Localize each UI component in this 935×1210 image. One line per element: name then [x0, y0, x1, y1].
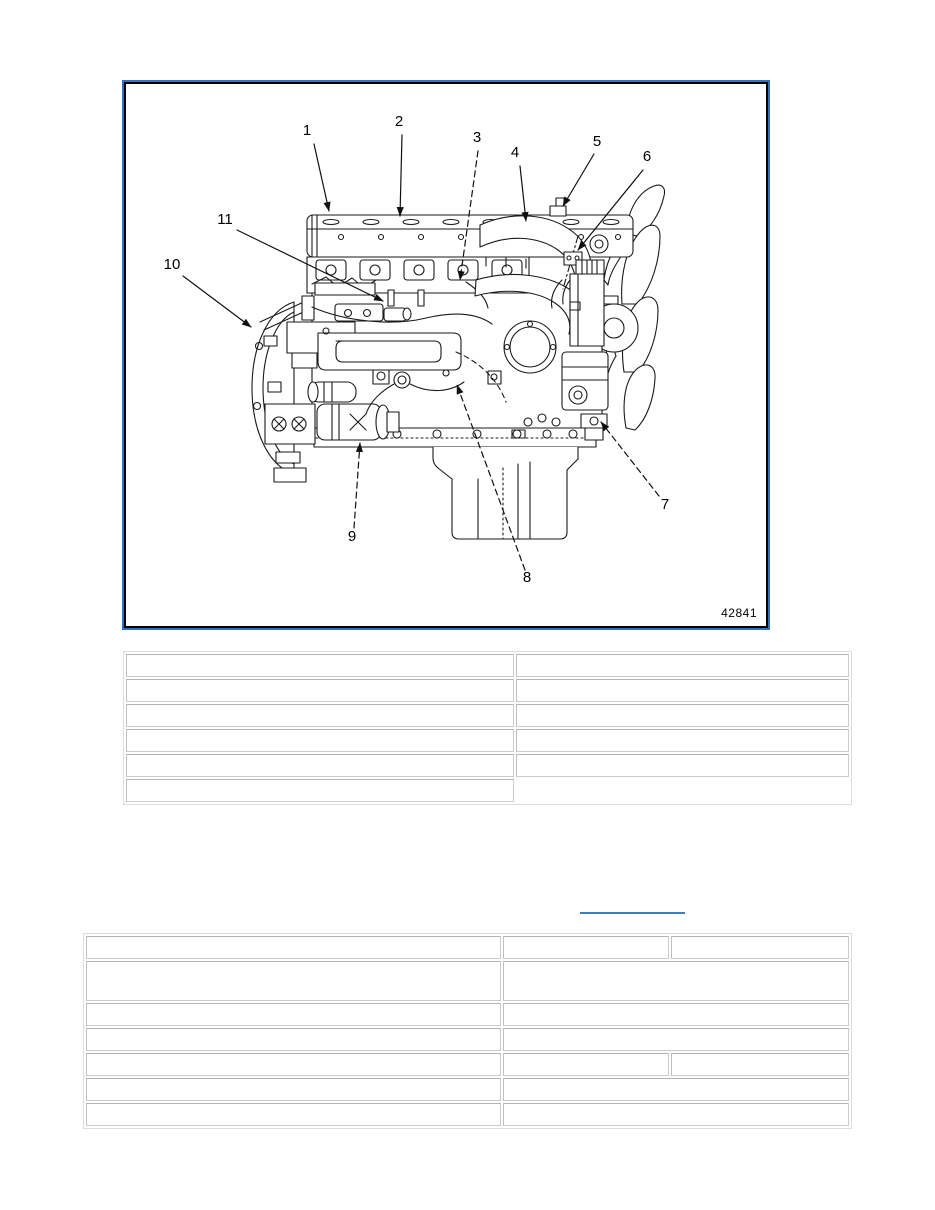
link-underline[interactable] [580, 912, 685, 914]
fuel-hose-fitting [365, 371, 465, 415]
table-cell [126, 654, 514, 677]
callout-label-8: 8 [522, 569, 532, 586]
table-cell [86, 936, 501, 959]
spec-table [83, 933, 852, 1129]
table-row [126, 654, 849, 677]
table-row [86, 1028, 849, 1051]
table-cell [86, 1053, 501, 1076]
ecm-cooler-plate [286, 321, 507, 403]
table-cell [126, 729, 514, 752]
callout-label-5: 5 [592, 133, 602, 150]
table-row [126, 729, 849, 752]
table-row [86, 961, 849, 1001]
callout-leaders [182, 134, 660, 571]
callout-label-1: 1 [302, 122, 312, 139]
callout-label-3: 3 [472, 129, 482, 146]
table-cell [126, 754, 514, 777]
table-cell [86, 961, 501, 1001]
table-cell [503, 961, 849, 1001]
callout-label-4: 4 [510, 144, 520, 161]
table-cell [503, 1103, 849, 1126]
table-row [126, 679, 849, 702]
callout-label-7: 7 [660, 496, 670, 513]
table-cell [86, 1028, 501, 1051]
table-cell [86, 1103, 501, 1126]
oil-pan [432, 446, 579, 540]
table-cell [516, 729, 849, 752]
table-cell [503, 1053, 669, 1076]
table-cell [671, 936, 849, 959]
table-cell [86, 1003, 501, 1026]
callout-label-9: 9 [347, 528, 357, 545]
engine-line-drawing [182, 134, 666, 571]
engine-figure-frame: 1 2 3 4 5 6 7 8 9 10 11 42841 [124, 82, 768, 628]
callout-label-11: 11 [217, 211, 233, 228]
table-cell [516, 704, 849, 727]
table-row [126, 754, 849, 777]
table-cell [503, 1028, 849, 1051]
table-cell [126, 679, 514, 702]
starter-motor [264, 381, 400, 445]
table-row [86, 1053, 849, 1076]
intake-duct [474, 197, 593, 335]
table-cell [503, 1003, 849, 1026]
table-cell [516, 654, 849, 677]
engine-figure: 1 2 3 4 5 6 7 8 9 10 11 42841 [122, 80, 770, 630]
table-row [126, 704, 849, 727]
table-cell [516, 679, 849, 702]
callout-label-6: 6 [642, 148, 652, 165]
callout-label-10: 10 [163, 256, 181, 273]
figure-number: 42841 [721, 606, 757, 620]
table-row [86, 1003, 849, 1026]
fuel-transfer-pump [311, 281, 493, 325]
callout-label-2: 2 [394, 113, 404, 130]
front-cover-accessories [550, 234, 609, 441]
table-cell [503, 936, 669, 959]
table-cell [126, 779, 514, 802]
table-cell [126, 704, 514, 727]
table-cell [503, 1078, 849, 1101]
table-row [126, 779, 849, 802]
table-row [86, 936, 849, 959]
table-row [86, 1103, 849, 1126]
table-cell [671, 1053, 849, 1076]
table-cell [516, 754, 849, 777]
parts-table [123, 651, 852, 805]
table-row [86, 1078, 849, 1101]
table-cell [86, 1078, 501, 1101]
